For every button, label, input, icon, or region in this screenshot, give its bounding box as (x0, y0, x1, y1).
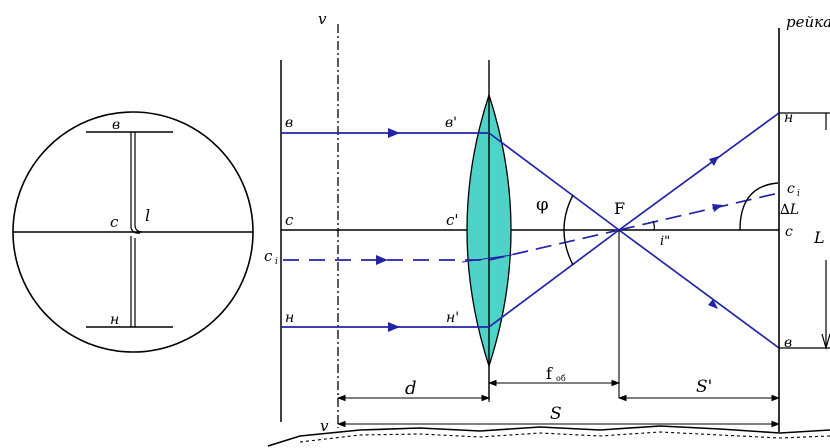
dimension-f-label: f (546, 364, 553, 383)
rod-title: рейка (786, 13, 830, 31)
reticle-bottom-mark: н (110, 312, 119, 328)
rod-c1-subscript: i (797, 189, 800, 199)
angle-i-arc (652, 220, 655, 231)
ray-arrows (376, 128, 723, 332)
dimension-s-prime-label: S' (696, 377, 712, 397)
left-c1-subscript: i (275, 257, 278, 267)
dimension-lines (336, 366, 781, 428)
rod-angle-arc (739, 182, 779, 231)
angle-phi-arc (563, 194, 574, 266)
objective-lens (466, 60, 512, 400)
focus-label: F (614, 199, 625, 218)
left-c-label: с (285, 211, 294, 229)
reticle-view: в с н l (12, 111, 254, 353)
rod-delta-l-label: ∆L (780, 202, 799, 218)
lens-n-label: н' (446, 310, 459, 326)
rod-c-label: с (785, 224, 793, 240)
reticle-vertical-thread (130, 132, 143, 327)
v-top-label: v (318, 10, 327, 28)
v-bottom-label: v (320, 417, 329, 435)
ray-top-to-focus (488, 132, 620, 231)
reticle-top-mark: в (112, 117, 120, 133)
reticle-thread-mark: l (145, 206, 150, 225)
lens-c-label: с' (446, 211, 459, 229)
ray-focus-to-rod-bottom (618, 229, 780, 349)
rod-c1-label: с (787, 181, 795, 197)
ray-bottom-to-focus (488, 229, 620, 328)
ray-inclined-to-rod (618, 192, 780, 231)
diagram-labels: рейка в с с i н в' с' н' φ F i" н с i ∆L… (264, 13, 830, 424)
rod-n-label: н (784, 110, 793, 126)
dimension-f-subscript: об (556, 374, 566, 383)
left-n-label: н (285, 310, 294, 326)
left-c1-label: с (264, 247, 273, 265)
rod-v-label: в (784, 335, 792, 351)
vertical-axis-vv: v v (318, 10, 339, 435)
dimension-d-label: d (405, 378, 417, 399)
reticle-center-mark: с (110, 213, 119, 231)
dimension-s-label: S (550, 404, 562, 424)
left-v-label: в (285, 115, 293, 131)
ray-focus-to-rod-top (618, 112, 780, 231)
angle-i-label: i" (660, 234, 670, 249)
ray-paths (281, 112, 780, 349)
lens-v-label: в' (445, 115, 457, 131)
chief-ray-inside-lens (461, 254, 513, 263)
ray-inclined-through-lens (488, 229, 620, 261)
angle-phi-label: φ (536, 194, 549, 215)
leveling-rod (778, 28, 830, 432)
ground-surface (267, 425, 830, 448)
rod-l-label: L (813, 228, 825, 247)
